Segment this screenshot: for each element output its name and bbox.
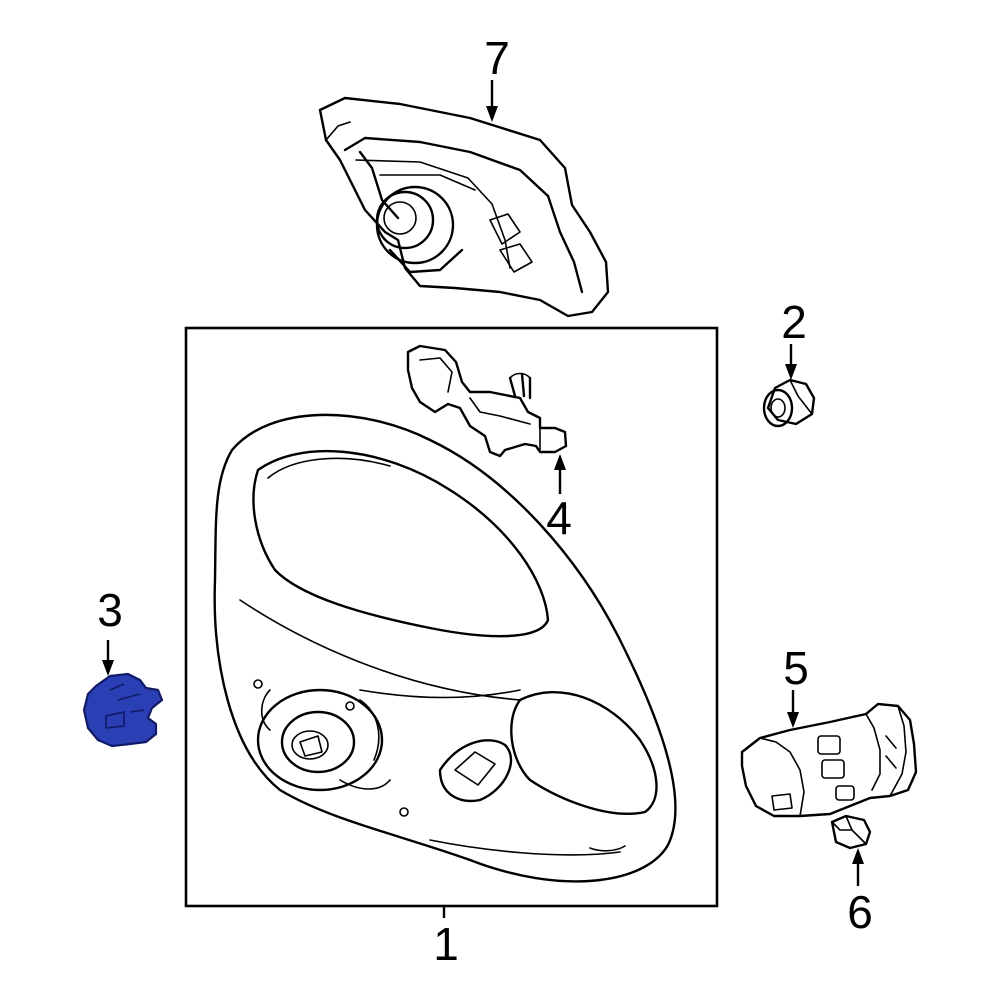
arrowhead-5: [787, 712, 799, 728]
callout-1: 1: [433, 918, 459, 970]
callout-3: 3: [97, 584, 123, 636]
arrowhead-2: [785, 364, 797, 380]
part-7-airbag-module[interactable]: [318, 96, 610, 318]
arrowhead-6: [852, 848, 864, 864]
callout-5: 5: [783, 642, 809, 694]
callout-2: 2: [781, 296, 807, 348]
callout-6: 6: [847, 886, 873, 938]
part-2-nut[interactable]: [762, 378, 816, 428]
part-6-cap[interactable]: [830, 814, 872, 850]
part-3-clip-highlighted[interactable]: [82, 672, 164, 748]
callout-box: [184, 326, 719, 908]
callout-4: 4: [546, 492, 572, 544]
arrowhead-3: [102, 660, 114, 676]
part-1-steering-wheel-box[interactable]: [184, 326, 719, 908]
arrowhead-7: [486, 106, 498, 122]
part-5-switch-assembly[interactable]: [740, 702, 918, 818]
callout-7: 7: [484, 32, 510, 84]
wheel-rim: [213, 413, 677, 883]
part-4-horn-switch[interactable]: [406, 344, 568, 458]
arrowhead-4: [554, 454, 566, 470]
leader-arrows: [102, 80, 864, 918]
